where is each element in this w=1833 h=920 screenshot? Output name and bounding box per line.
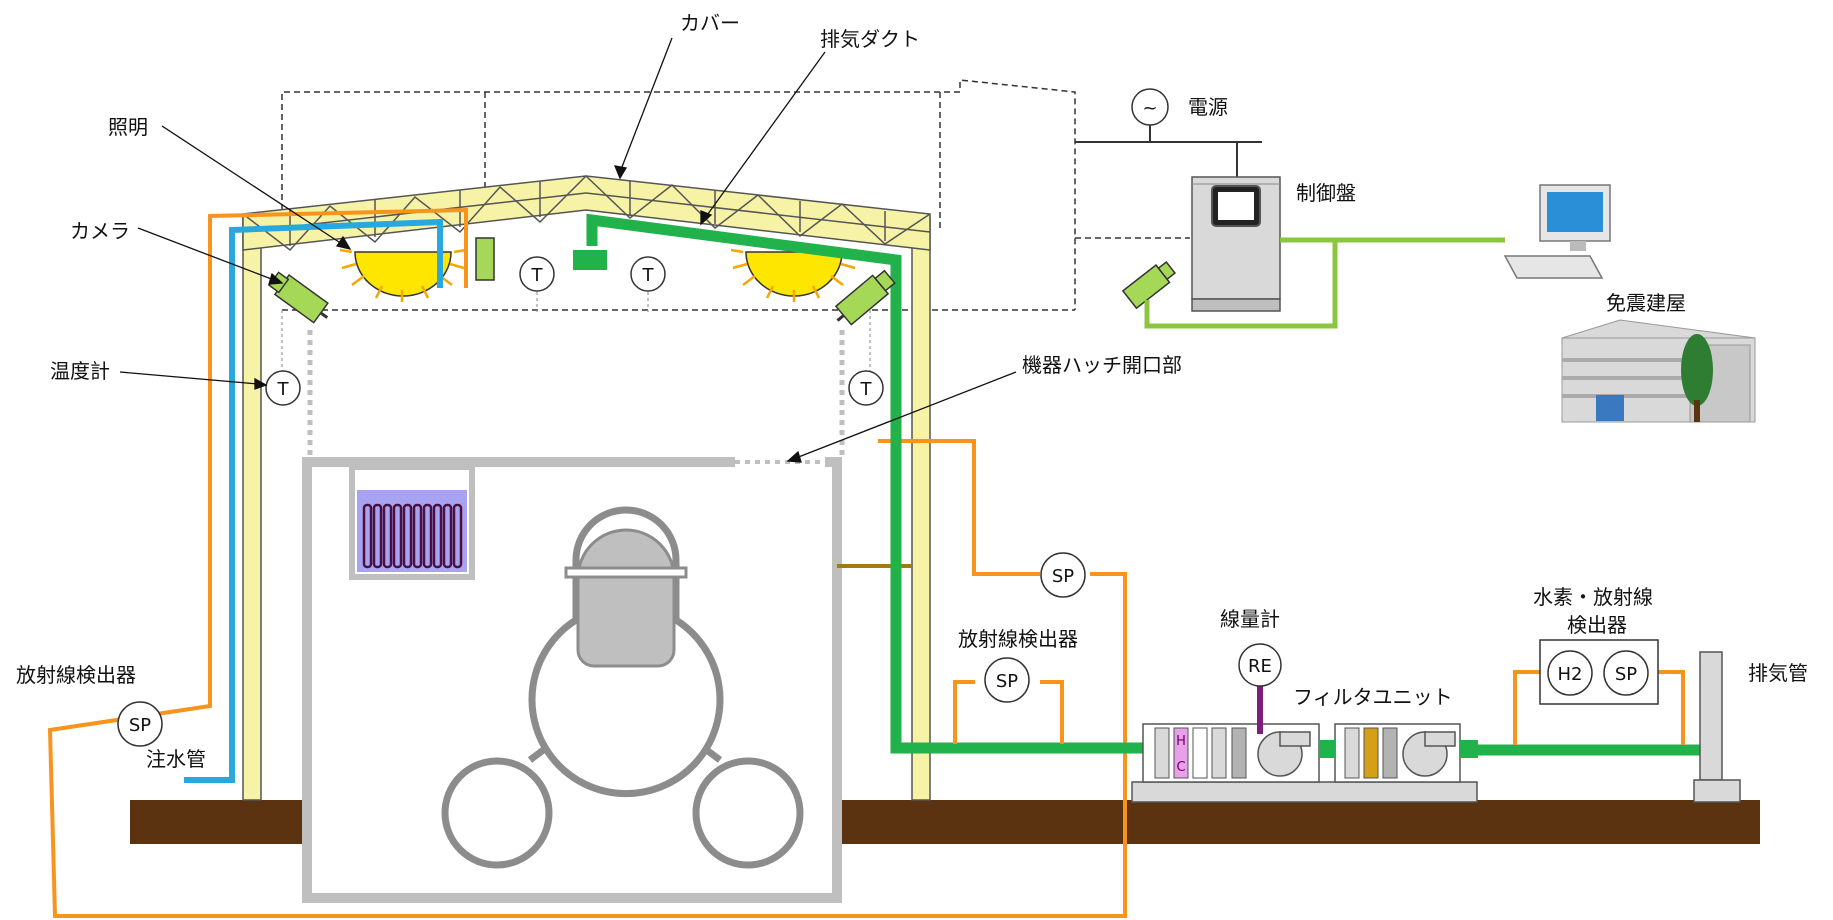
radiation-element-symbol: RE bbox=[1248, 656, 1272, 677]
label-water-injection-pipe: 注水管 bbox=[146, 747, 206, 771]
exhaust-duct bbox=[586, 213, 1145, 754]
power-source-symbol: ~ bbox=[1142, 98, 1157, 119]
duct-intake bbox=[573, 250, 607, 270]
thermometer-symbol: T bbox=[860, 379, 873, 400]
thermometer-symbol: T bbox=[642, 265, 655, 286]
sampling-point-left: SP bbox=[117, 701, 163, 747]
thermometer-roof-2: T bbox=[630, 256, 666, 292]
computer-icon bbox=[1503, 184, 1611, 279]
label-power: 電源 bbox=[1188, 95, 1228, 119]
sampling-line-roof bbox=[47, 207, 1127, 918]
label-cover: カバー bbox=[680, 11, 740, 35]
lamp-right bbox=[730, 248, 858, 302]
camera-left bbox=[268, 271, 329, 324]
network-lines bbox=[1144, 237, 1505, 329]
label-control-panel: 制御盤 bbox=[1296, 181, 1356, 205]
label-hydrogen-radiation-detector-2: 検出器 bbox=[1567, 613, 1627, 637]
label-camera: カメラ bbox=[70, 219, 130, 243]
fuel-rods bbox=[362, 503, 463, 569]
control-panel bbox=[1191, 176, 1281, 312]
label-lighting: 照明 bbox=[108, 115, 148, 139]
seismic-building-icon bbox=[1561, 319, 1756, 423]
sampling-line-hatch bbox=[878, 439, 1040, 576]
reactor-building bbox=[302, 456, 842, 903]
camera-right bbox=[834, 269, 896, 326]
pointer-arrows bbox=[119, 37, 1017, 463]
radiation-detector-mid: SP bbox=[953, 657, 1064, 744]
hydrogen-symbol: H2 bbox=[1558, 664, 1583, 685]
label-exhaust-pipe: 排気管 bbox=[1748, 661, 1808, 685]
power-source: ~ bbox=[1075, 88, 1262, 177]
label-radiation-detector-left: 放射線検出器 bbox=[16, 663, 136, 687]
heater-coil-label-2: C bbox=[1176, 760, 1185, 775]
lamp-left bbox=[339, 248, 467, 302]
thermometer-symbol: T bbox=[277, 379, 290, 400]
hydrogen-radiation-detector: H2 SP bbox=[1513, 639, 1685, 745]
thermometer-symbol: T bbox=[531, 265, 544, 286]
label-hydrogen-radiation-detector-1: 水素・放射線 bbox=[1533, 585, 1653, 609]
reactor-pressure-vessel bbox=[564, 528, 688, 668]
label-thermometer: 温度計 bbox=[50, 359, 110, 383]
label-equipment-hatch: 機器ハッチ開口部 bbox=[1022, 353, 1182, 377]
sampling-point-symbol: SP bbox=[129, 715, 151, 736]
camera-control bbox=[1121, 260, 1177, 310]
exhaust-pipe bbox=[1693, 651, 1741, 803]
dosimeter: RE bbox=[1238, 643, 1282, 734]
label-seismic-building: 免震建屋 bbox=[1606, 291, 1686, 315]
label-exhaust-duct: 排気ダクト bbox=[820, 27, 920, 51]
water-injection-pipe bbox=[184, 218, 443, 783]
label-filter-unit: フィルタユニット bbox=[1293, 685, 1453, 709]
sampling-point-symbol: SP bbox=[1052, 566, 1074, 587]
heater-coil-label: H bbox=[1176, 734, 1186, 749]
sampling-point-symbol: SP bbox=[1615, 664, 1637, 685]
label-dosimeter: 線量計 bbox=[1220, 607, 1280, 631]
filter-unit: H C bbox=[1131, 723, 1478, 803]
thermometer-right: T bbox=[848, 370, 884, 406]
label-radiation-detector-mid: 放射線検出器 bbox=[958, 627, 1078, 651]
sampling-point-symbol: SP bbox=[996, 671, 1018, 692]
thermometer-left: T bbox=[265, 370, 301, 406]
dashed-building-outline bbox=[281, 79, 1190, 311]
sensor-cables bbox=[307, 330, 845, 455]
thermometer-roof-1: T bbox=[519, 256, 555, 292]
sampling-point-hatch: SP bbox=[1040, 552, 1086, 598]
roof-camera bbox=[475, 237, 495, 281]
